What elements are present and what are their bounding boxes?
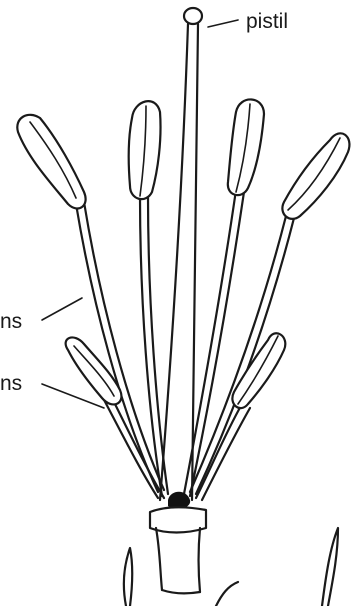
filament-2 <box>140 196 162 496</box>
anther-1 <box>17 115 85 209</box>
stamens-label-upper: ns <box>0 310 22 333</box>
pistil-label: pistil <box>246 10 288 33</box>
receptacle-stalk-bottom <box>162 590 200 593</box>
tepal-inner-left <box>216 582 238 606</box>
stamens-leader-upper <box>42 298 82 320</box>
receptacle-stalk-left <box>156 528 162 590</box>
receptacle-ring <box>150 507 206 532</box>
filament-6b <box>202 408 250 500</box>
anther-6 <box>232 333 285 408</box>
pistil-style <box>160 24 188 500</box>
tepal-left <box>124 548 132 606</box>
filament-6 <box>196 404 242 498</box>
stamens-label-lower: ns <box>0 372 22 395</box>
filament-5 <box>102 396 158 498</box>
pistil-leader-line <box>208 20 238 27</box>
anther-2 <box>129 101 161 199</box>
receptacle-stalk-right <box>199 528 201 592</box>
ovary-base <box>150 492 206 594</box>
pistil-stigma <box>184 8 202 24</box>
filaments <box>76 190 294 500</box>
tepal-right <box>322 528 338 606</box>
anther-3 <box>228 99 264 195</box>
filament-3b <box>190 192 244 496</box>
anther-4 <box>282 133 349 219</box>
